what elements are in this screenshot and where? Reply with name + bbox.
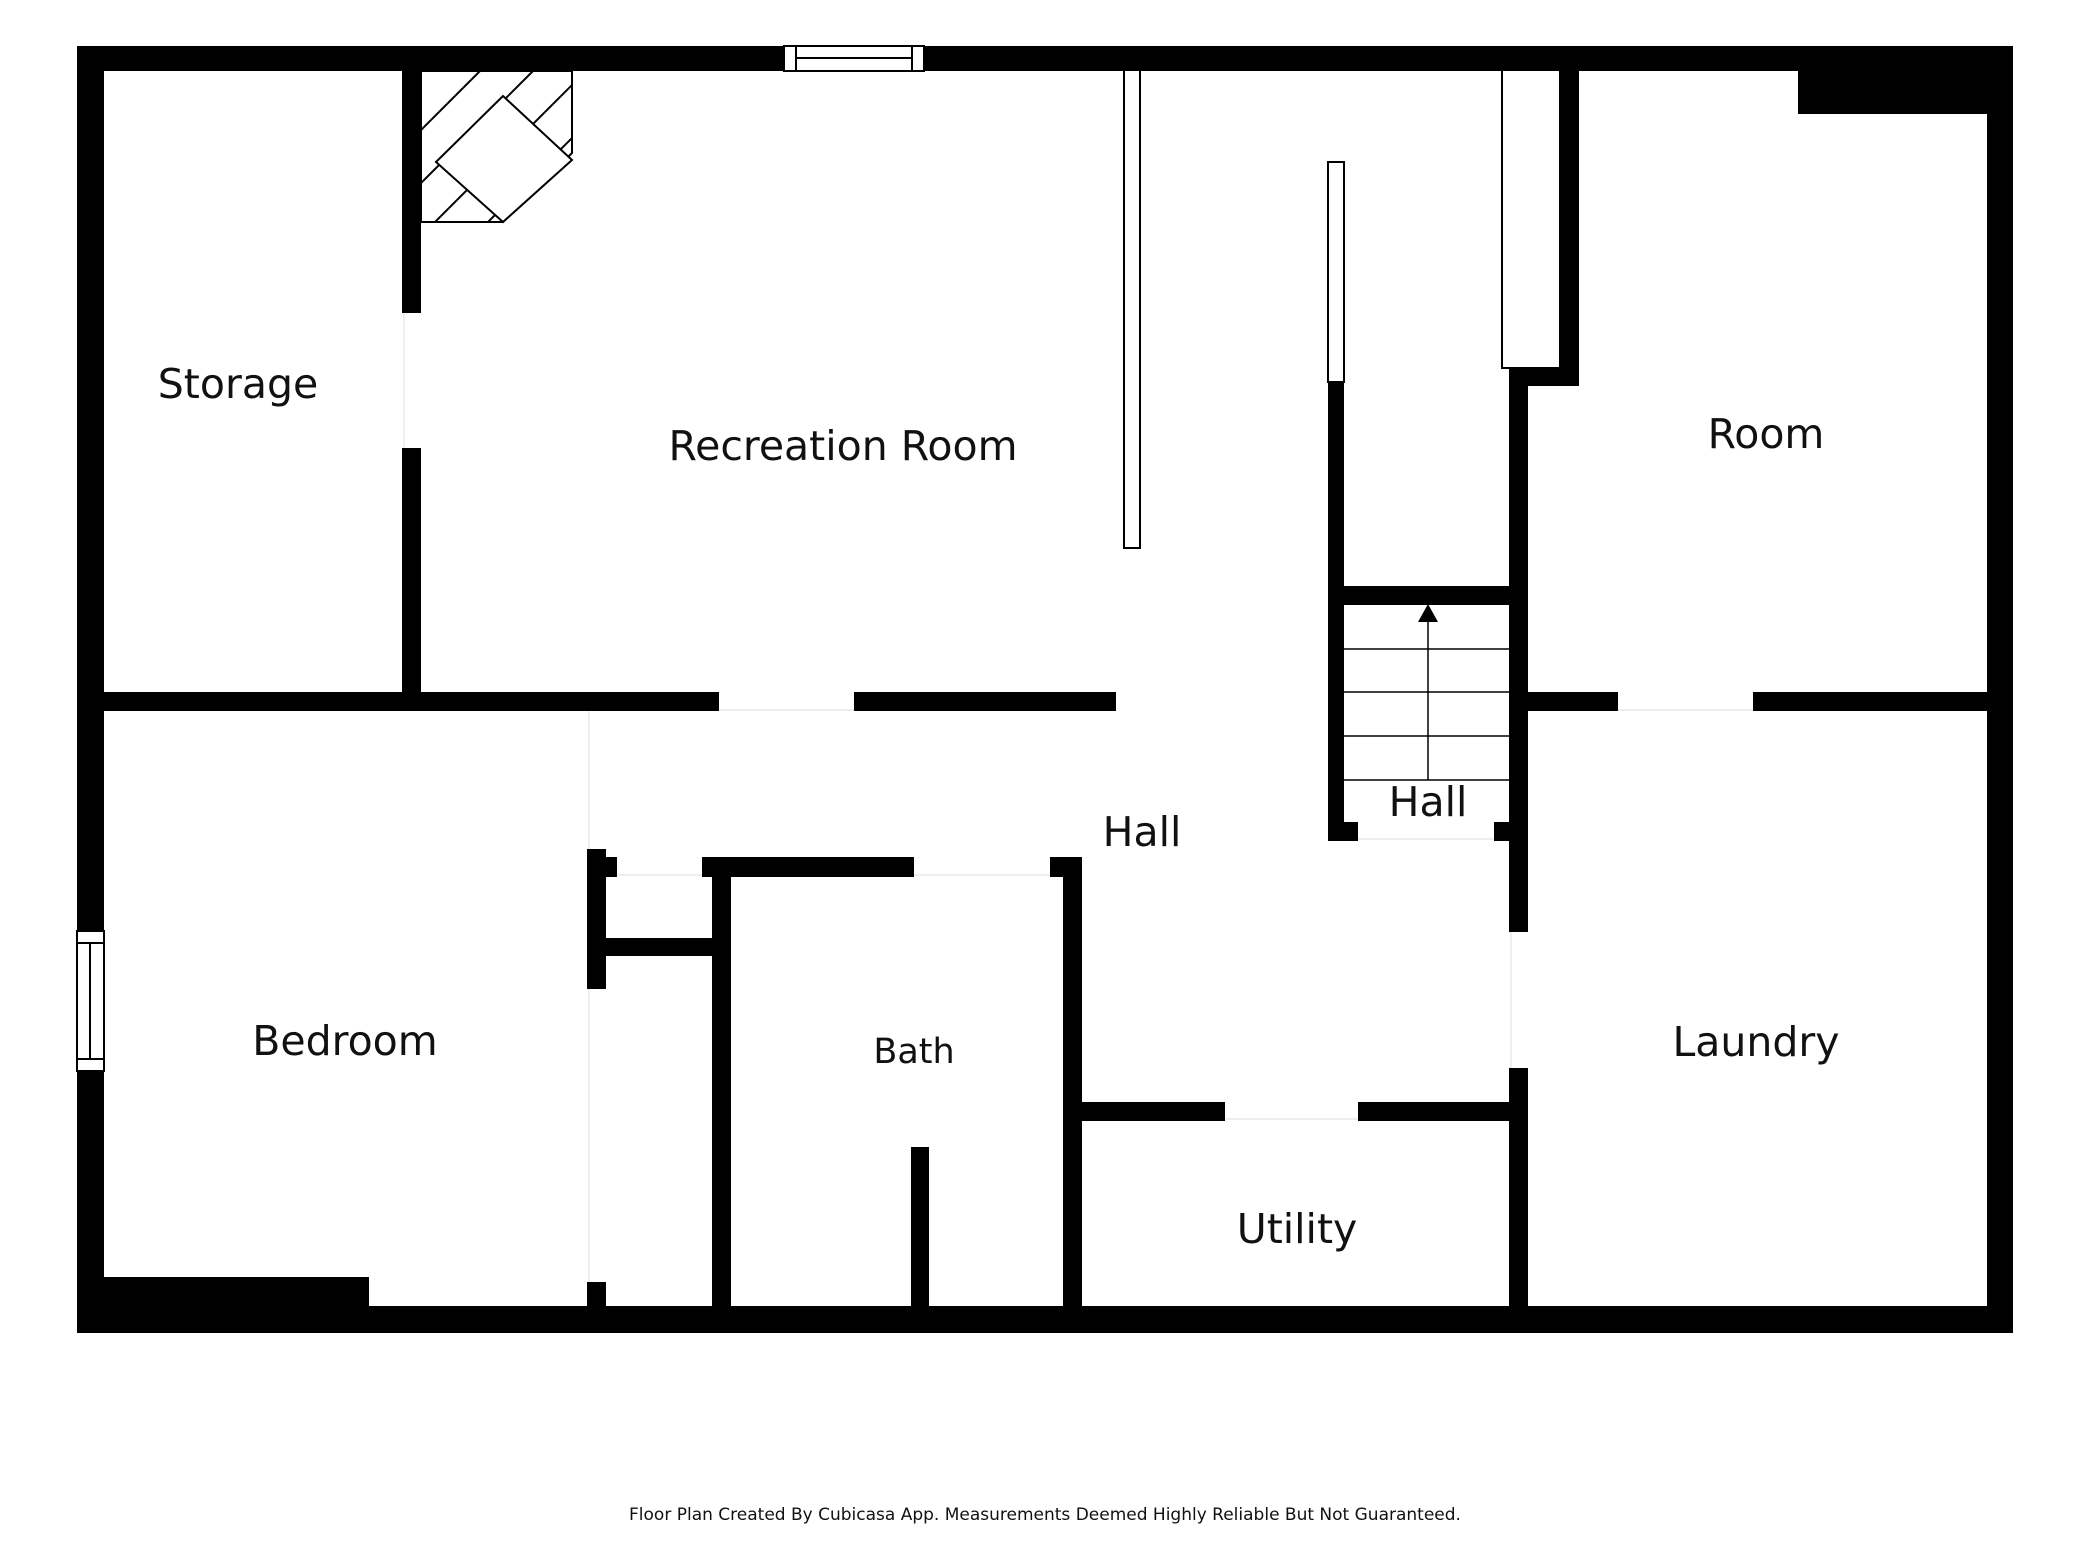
room-label-hall-stair: Hall <box>1389 778 1468 826</box>
half-walls <box>1123 69 1561 549</box>
room-label-recreation-room: Recreation Room <box>668 422 1017 470</box>
fireplace-icon <box>420 70 574 224</box>
room-label-bedroom: Bedroom <box>252 1017 437 1065</box>
footer-disclaimer: Floor Plan Created By Cubicasa App. Meas… <box>629 1505 1461 1525</box>
stairs-icon <box>1344 618 1509 781</box>
room-label-bath: Bath <box>873 1032 954 1072</box>
window-icon <box>783 45 925 72</box>
stairs-arrow-icon <box>1418 604 1438 622</box>
room-label-laundry: Laundry <box>1672 1018 1839 1066</box>
room-label-room: Room <box>1708 410 1825 458</box>
exterior-walls <box>77 46 2013 1333</box>
room-label-utility: Utility <box>1237 1205 1358 1253</box>
window-icon <box>76 930 105 1072</box>
interior-walls <box>77 46 2013 1333</box>
room-label-hall: Hall <box>1103 808 1182 856</box>
room-label-storage: Storage <box>158 360 318 408</box>
door-openings <box>403 313 1753 1282</box>
